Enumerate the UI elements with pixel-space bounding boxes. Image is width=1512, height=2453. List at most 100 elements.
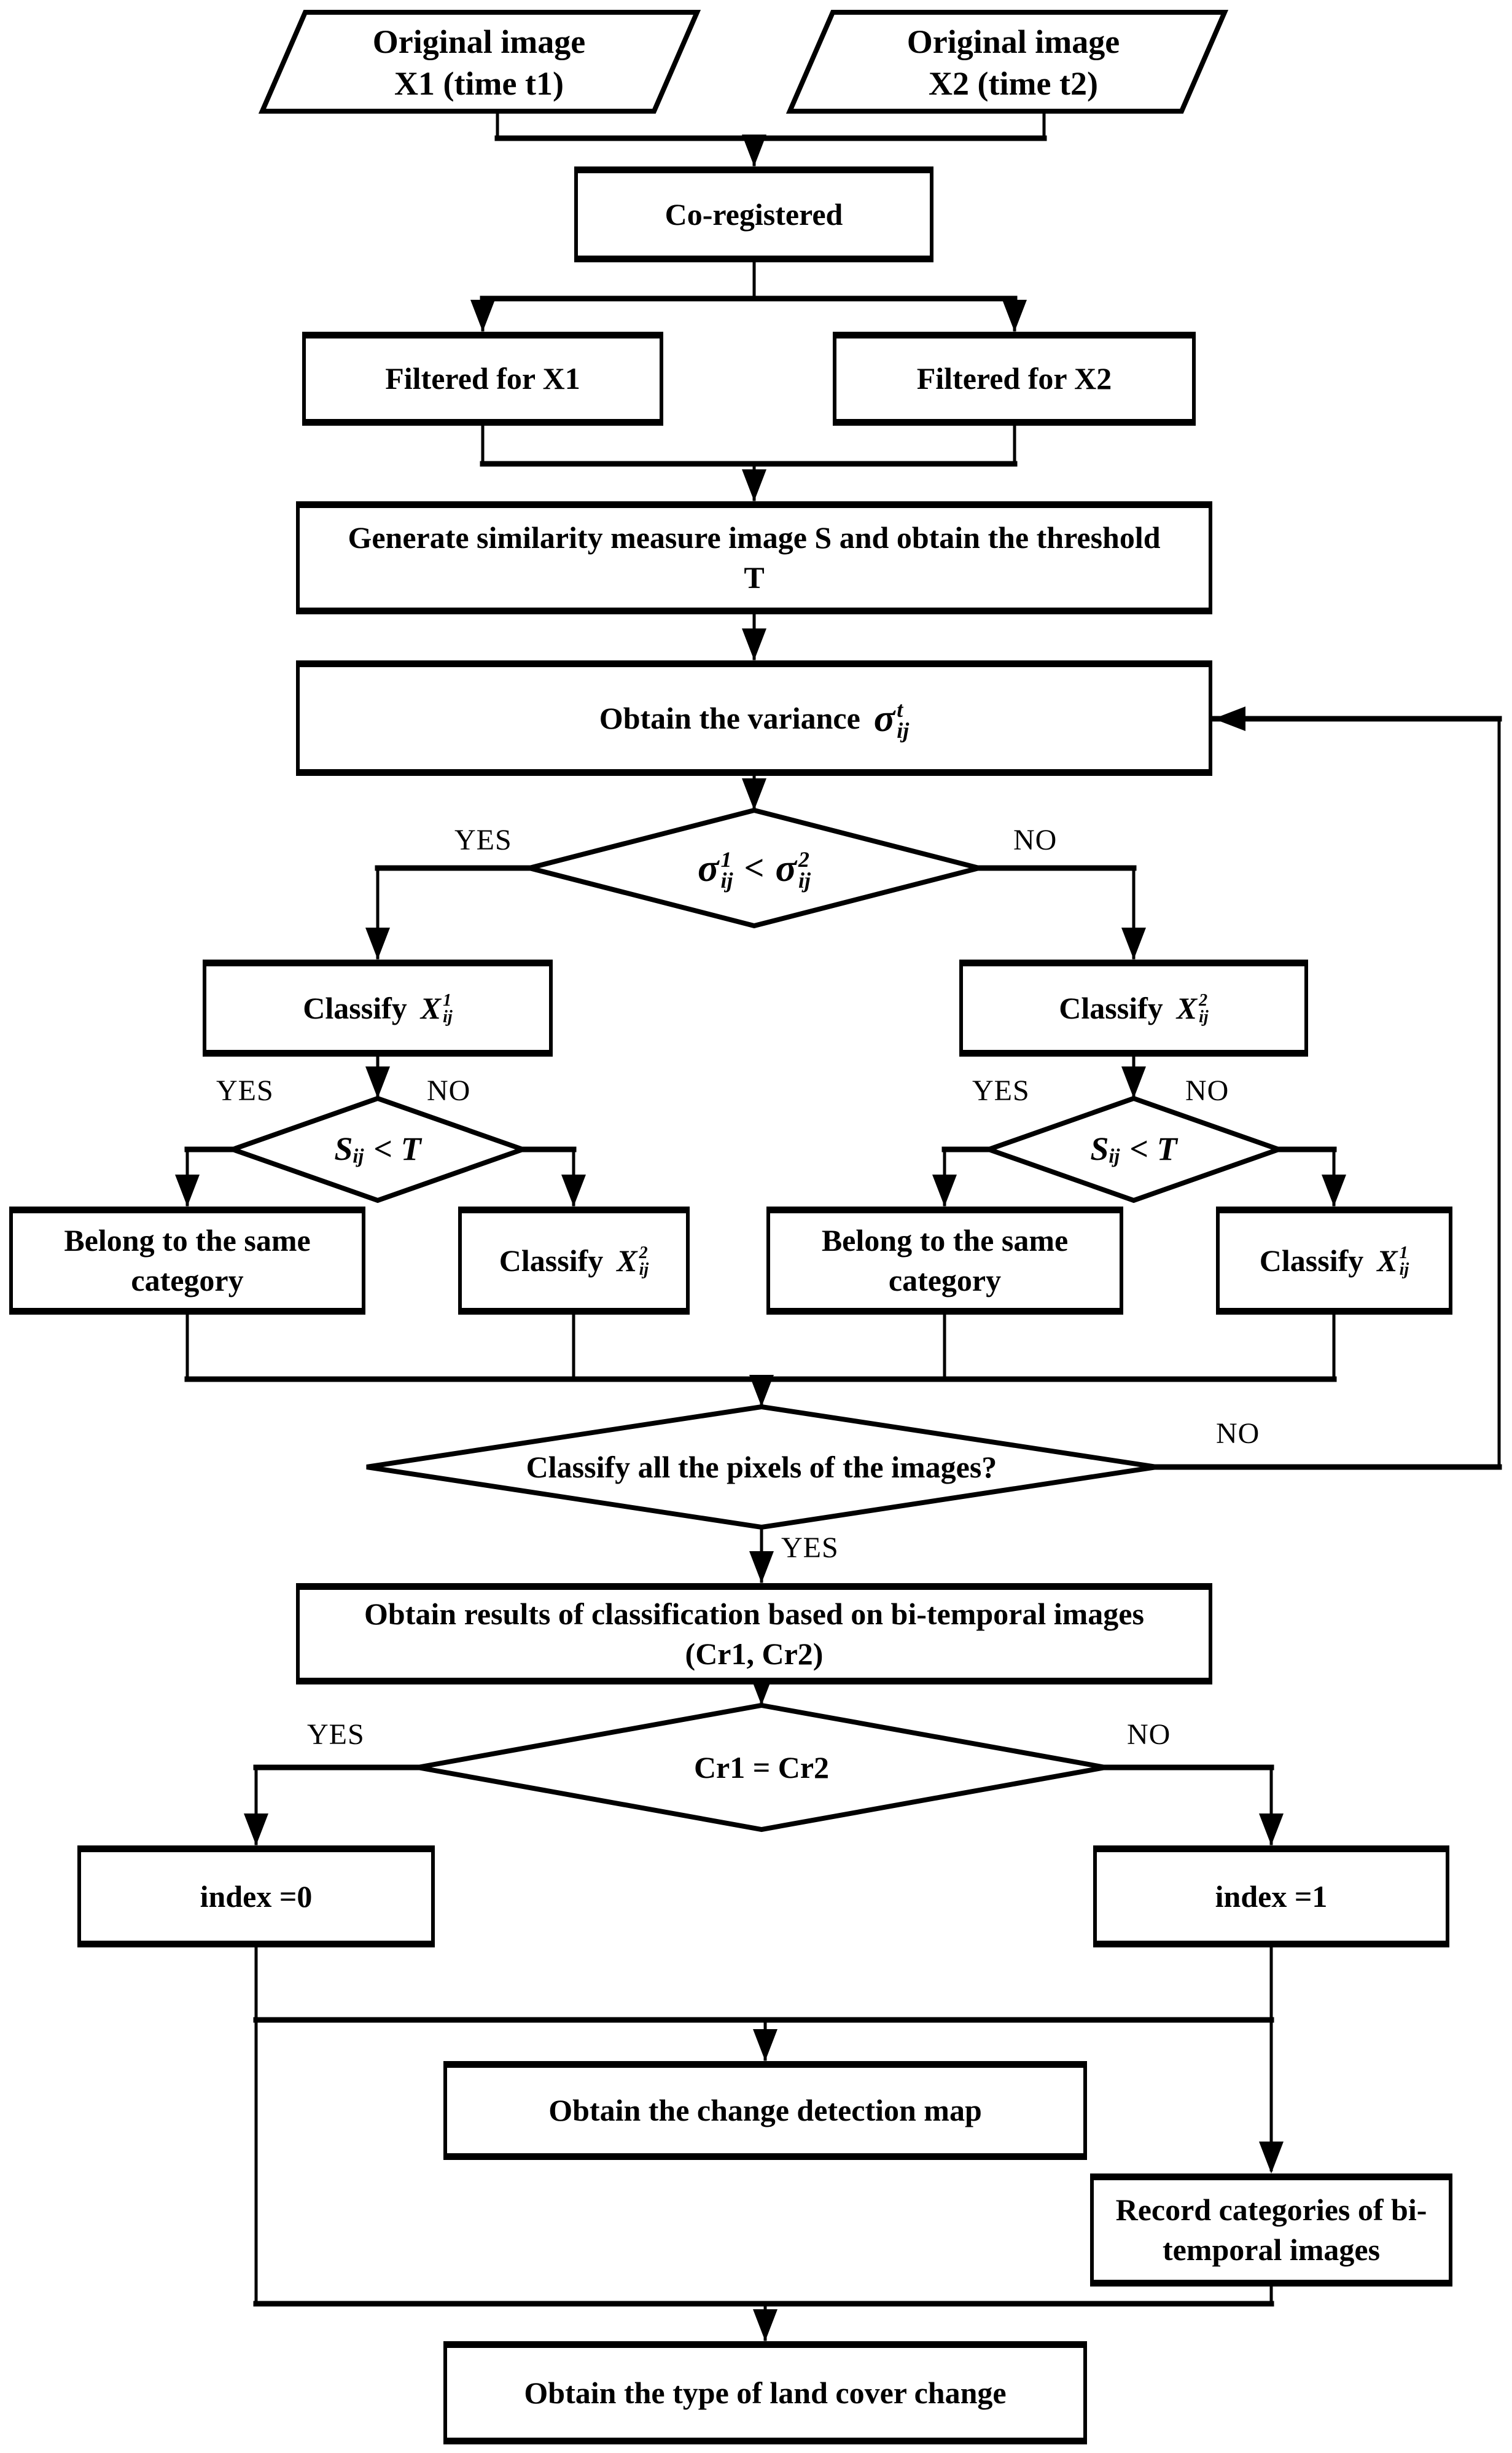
- formula-sub: ij: [897, 718, 910, 743]
- node-filtered-x2: Filtered for X2: [833, 332, 1196, 426]
- original-x1-line1: Original image: [372, 23, 586, 60]
- index-1-label: index =1: [1215, 1879, 1328, 1914]
- node-co-registered: Co-registered: [574, 166, 933, 262]
- sigma2-formula: σ 2 ij: [776, 843, 811, 893]
- belong-same-right-label: Belong to the same category: [821, 1223, 1069, 1297]
- filtered-x2-label: Filtered for X2: [916, 361, 1112, 396]
- formula-sup: 1: [1399, 1243, 1408, 1263]
- formula-scripts: 2 ij: [639, 1243, 649, 1280]
- formula-sub: ij: [1109, 1145, 1120, 1168]
- formula-base: σ: [873, 696, 895, 740]
- formula-scripts: 2 ij: [1199, 991, 1209, 1027]
- branch-label-no-variance: NO: [1013, 824, 1058, 856]
- variance-decision-label: σ 1 ij < σ 2 ij: [570, 817, 938, 919]
- formula-base: σ: [775, 846, 797, 890]
- classify-x1-formula: X 1 ij: [421, 988, 453, 1028]
- classify-x2-formula: X 2 ij: [1177, 988, 1209, 1028]
- formula-sup: 2: [639, 1243, 648, 1263]
- formula-sub: ij: [443, 1007, 453, 1027]
- less-than-operator: <: [744, 847, 765, 888]
- node-land-cover-change: Obtain the type of land cover change: [443, 2341, 1087, 2444]
- node-belong-same-right: Belong to the same category: [766, 1207, 1123, 1315]
- classify-all-decision-label: Classify all the pixels of the images?: [393, 1419, 1130, 1515]
- formula-sub: ij: [353, 1145, 364, 1168]
- co-registered-label: Co-registered: [664, 197, 843, 232]
- formula-scripts: 1 ij: [720, 847, 733, 893]
- classify-x1-small-formula: X 1 ij: [1377, 1241, 1409, 1281]
- diamond-variance-decision: [529, 807, 980, 929]
- original-x2-line1: Original image: [906, 23, 1120, 60]
- diamond-classify-all: [366, 1404, 1157, 1530]
- parallelogram-original-x1: [258, 10, 701, 114]
- node-change-detection-map: Obtain the change detection map: [443, 2061, 1087, 2160]
- diamond-cr-equal: [417, 1702, 1106, 1833]
- classify-x1-label: Classify: [303, 990, 407, 1025]
- branch-label-no-sij-right: NO: [1185, 1074, 1229, 1107]
- classify-x2-label: Classify: [1059, 990, 1163, 1025]
- sij-decision-right-label: S ij < T: [1011, 1105, 1257, 1194]
- formula-sup: 1: [720, 847, 732, 872]
- change-detection-map-label: Obtain the change detection map: [548, 2093, 982, 2127]
- filtered-x1-label: Filtered for X1: [385, 361, 580, 396]
- index-0-label: index =0: [200, 1879, 313, 1914]
- land-cover-change-label: Obtain the type of land cover change: [524, 2375, 1007, 2410]
- formula-scripts: 1 ij: [1399, 1243, 1409, 1278]
- sigma1-formula: σ 1 ij: [698, 843, 733, 893]
- formula-sup: t: [897, 697, 903, 722]
- branch-label-yes-classify-all: YES: [781, 1532, 839, 1564]
- formula-scripts: t ij: [897, 697, 910, 743]
- sij-decision-left-label: S ij < T: [255, 1105, 501, 1194]
- node-original-image-x2-label: Original image X2 (time t2): [817, 18, 1210, 108]
- obtain-results-label: Obtain results of classification based o…: [364, 1596, 1144, 1671]
- formula-rest: < T: [373, 1130, 421, 1168]
- classify-all-text: Classify all the pixels of the images?: [526, 1449, 997, 1484]
- formula-scripts: 1 ij: [443, 991, 453, 1027]
- node-generate-similarity: Generate similarity measure image S and …: [296, 501, 1212, 614]
- branch-label-no-sij-left: NO: [427, 1074, 471, 1107]
- branch-label-yes-sij-left: YES: [216, 1074, 274, 1107]
- variance-formula: σ t ij: [874, 692, 909, 743]
- node-record-categories: Record categories of bi-temporal images: [1090, 2173, 1452, 2287]
- node-original-image-x1-label: Original image X1 (time t1): [283, 18, 676, 108]
- formula-base: X: [1176, 990, 1198, 1025]
- node-classify-x2-small: Classify X 2 ij: [458, 1207, 690, 1315]
- cr-decision-text: Cr1 = Cr2: [693, 1750, 830, 1785]
- node-classify-x1-small: Classify X 1 ij: [1216, 1207, 1452, 1315]
- branch-label-no-cr: NO: [1127, 1718, 1171, 1751]
- node-obtain-variance: Obtain the variance σ t ij: [296, 660, 1212, 776]
- node-classify-x2: Classify X 2 ij: [959, 960, 1308, 1057]
- formula-base: σ: [698, 846, 719, 890]
- belong-same-left-label: Belong to the same category: [64, 1223, 311, 1297]
- formula-base: X: [617, 1243, 637, 1278]
- node-classify-x1: Classify X 1 ij: [203, 960, 553, 1057]
- classify-x2-small-label: Classify: [499, 1243, 604, 1278]
- classify-x2-small-formula: X 2 ij: [617, 1241, 649, 1281]
- formula-sup: 1: [443, 991, 452, 1011]
- classify-x1-small-label: Classify: [1259, 1243, 1364, 1278]
- branch-label-yes-variance: YES: [454, 824, 512, 856]
- formula-sub: ij: [798, 867, 811, 893]
- formula-base: X: [420, 990, 442, 1025]
- branch-label-yes-sij-right: YES: [972, 1074, 1030, 1107]
- generate-similarity-label: Generate similarity measure image S and …: [348, 520, 1161, 595]
- formula-sup: 2: [1199, 991, 1208, 1011]
- parallelogram-original-x2: [785, 10, 1229, 114]
- diamond-sij-left: [225, 1095, 531, 1203]
- node-filtered-x1: Filtered for X1: [302, 332, 663, 426]
- formula-sup: 2: [798, 847, 809, 872]
- formula-base: S: [1090, 1130, 1109, 1168]
- node-index-1: index =1: [1093, 1845, 1449, 1947]
- obtain-variance-label: Obtain the variance: [599, 700, 860, 735]
- original-x2-line2: X2 (time t2): [929, 65, 1098, 102]
- original-x1-line2: X1 (time t1): [394, 65, 564, 102]
- node-obtain-results: Obtain results of classification based o…: [296, 1583, 1212, 1684]
- branch-label-no-classify-all: NO: [1216, 1417, 1260, 1450]
- node-index-0: index =0: [77, 1845, 435, 1947]
- formula-sub: ij: [720, 867, 733, 893]
- connector-lines-horizontal: [184, 135, 1502, 2307]
- formula-sub: ij: [639, 1260, 649, 1280]
- branch-label-yes-cr: YES: [307, 1718, 365, 1751]
- formula-sub: ij: [1199, 1007, 1209, 1027]
